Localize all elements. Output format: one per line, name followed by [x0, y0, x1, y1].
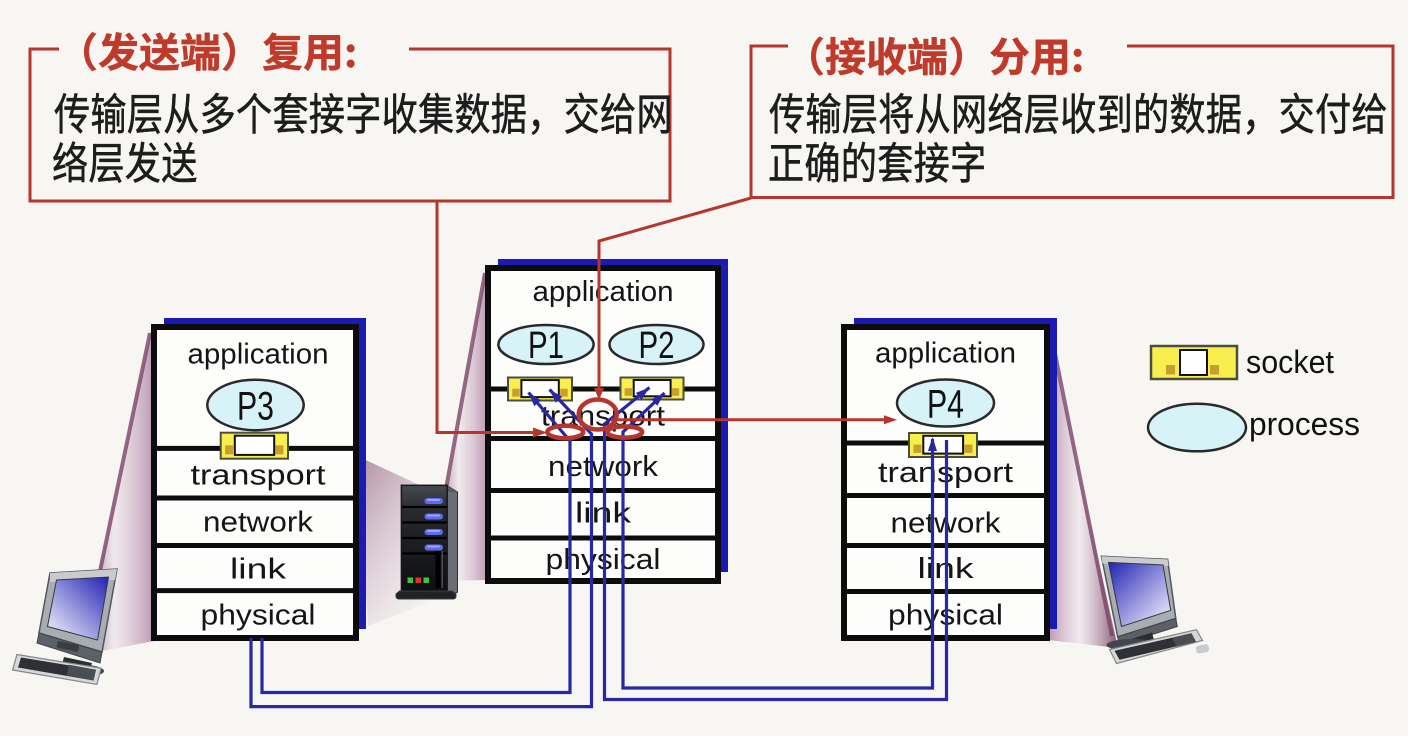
- svg-text:application: application: [533, 276, 674, 308]
- svg-text:transport: transport: [191, 459, 326, 491]
- svg-text:P2: P2: [639, 325, 675, 367]
- svg-text:network: network: [203, 506, 314, 538]
- svg-text:physical: physical: [201, 599, 316, 631]
- svg-text:application: application: [188, 338, 329, 370]
- svg-text:P4: P4: [927, 382, 964, 426]
- svg-text:application: application: [875, 337, 1016, 369]
- svg-text:P1: P1: [528, 325, 564, 367]
- svg-text:socket: socket: [1246, 344, 1334, 380]
- svg-text:process: process: [1249, 406, 1360, 442]
- svg-text:link: link: [230, 553, 287, 585]
- svg-text:P3: P3: [237, 384, 274, 428]
